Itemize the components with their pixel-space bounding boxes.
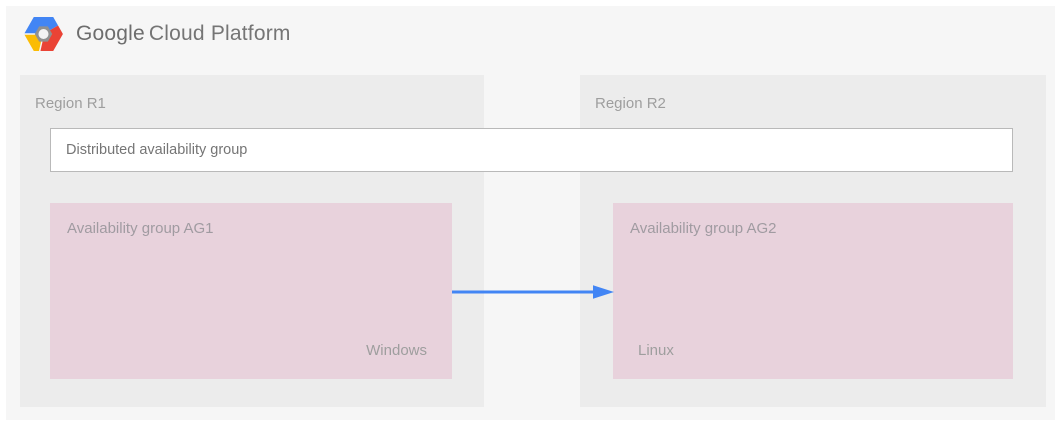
distributed-availability-group-box: Distributed availability group xyxy=(50,128,1013,172)
distributed-availability-group-label: Distributed availability group xyxy=(66,142,248,158)
brand-google: Google xyxy=(76,22,145,45)
availability-group-ag1-label: Availability group AG1 xyxy=(67,220,214,237)
region-r1-label: Region R1 xyxy=(35,95,106,112)
availability-group-ag1-box: Availability group AG1 Windows xyxy=(50,203,452,379)
availability-group-ag2-label: Availability group AG2 xyxy=(630,220,777,237)
ag1-os-label: Windows xyxy=(366,342,427,359)
brand-cloud-platform: Cloud Platform xyxy=(148,22,291,45)
ag2-os-label: Linux xyxy=(638,342,674,359)
availability-group-ag2-box: Availability group AG2 Linux xyxy=(613,203,1013,379)
region-r2-label: Region R2 xyxy=(595,95,666,112)
gcp-hexagon-logo-icon xyxy=(24,17,63,51)
replication-arrow-icon xyxy=(452,285,614,299)
